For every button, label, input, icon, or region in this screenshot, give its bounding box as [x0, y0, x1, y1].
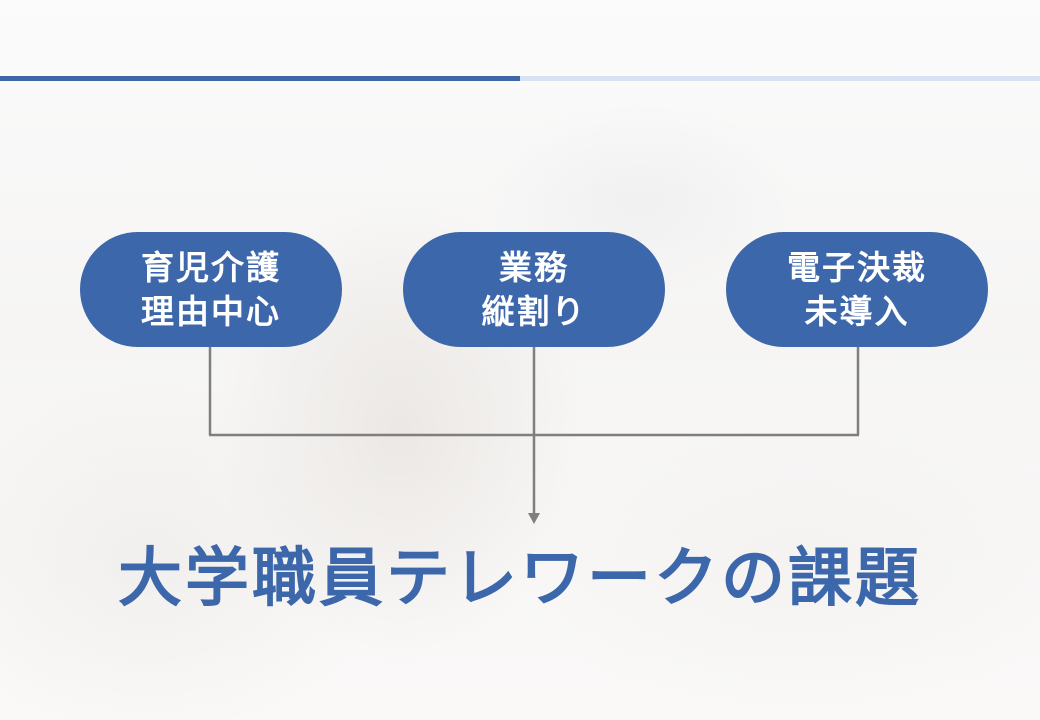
- cause-node-line: 電子決裁: [787, 247, 927, 287]
- cause-node-line: 縦割り: [481, 291, 587, 331]
- arrowhead-icon: [528, 513, 540, 524]
- result-title: 大学職員テレワークの課題: [118, 542, 922, 616]
- cause-node-line: 未導入: [804, 291, 910, 331]
- top-divider: [0, 76, 1040, 81]
- cause-node-silo: 業務 縦割り: [403, 232, 665, 347]
- cause-node-line: 理由中心: [141, 291, 281, 331]
- cause-node-line: 育児介護: [141, 247, 281, 287]
- top-divider-dark: [0, 76, 520, 81]
- top-divider-light: [520, 76, 1040, 81]
- cause-node-childcare: 育児介護 理由中心: [80, 232, 342, 347]
- cause-node-line: 業務: [499, 247, 569, 287]
- cause-node-e-approval: 電子決裁 未導入: [726, 232, 988, 347]
